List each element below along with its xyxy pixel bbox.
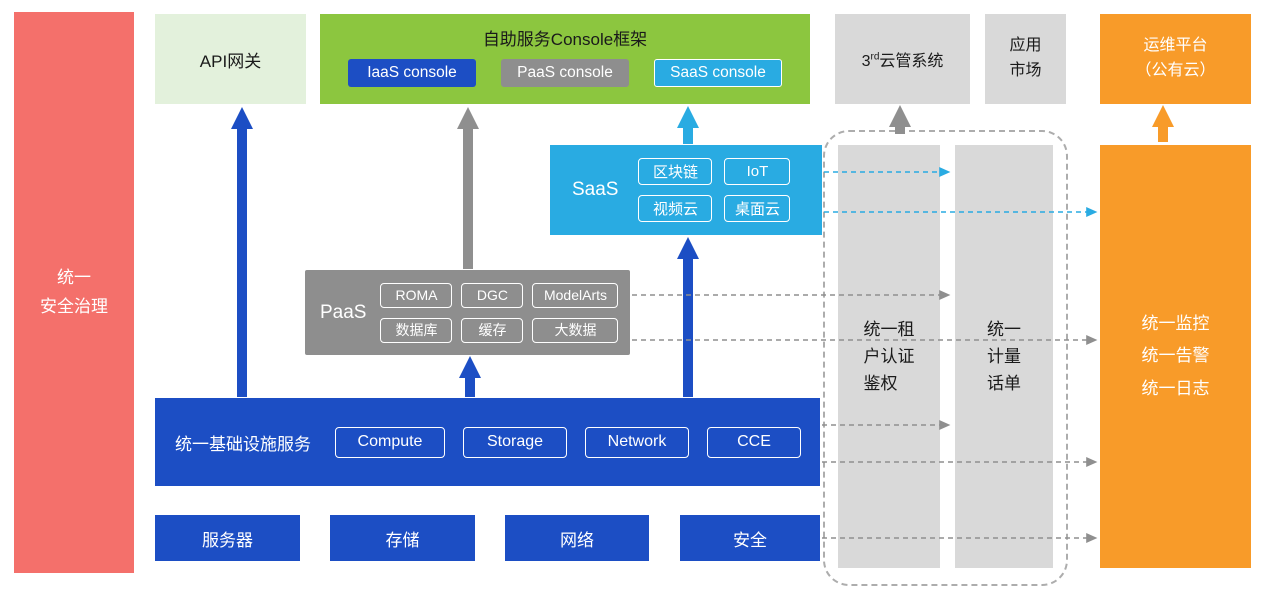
app-market-box: 应用 市场 xyxy=(985,14,1066,104)
infra-item-storage: Storage xyxy=(463,426,567,458)
paas-layer-label: PaaS xyxy=(320,301,367,323)
paas-item-roma: ROMA xyxy=(380,282,453,308)
saas-item-blockchain: 区块链 xyxy=(638,158,713,185)
hardware-security-box: 安全 xyxy=(680,515,820,561)
security-governance-bar: 统一 安全治理 xyxy=(14,12,134,573)
metering-bar: 统一 计量 话单 xyxy=(955,145,1053,568)
infra-item-compute: Compute xyxy=(335,426,445,458)
hardware-storage-box: 存储 xyxy=(330,515,475,561)
saas-layer-label: SaaS xyxy=(572,179,619,200)
shared-services-group-outline xyxy=(823,130,1068,586)
hardware-network-box: 网络 xyxy=(505,515,649,561)
tenant-auth-label: 统一租 户认证 鉴权 xyxy=(863,319,915,394)
paas-console-chip: PaaS console xyxy=(501,59,629,87)
paas-services-grid: ROMA DGC ModelArts 数据库 缓存 大数据 xyxy=(380,282,619,343)
monitoring-bar: 统一监控 统一告警 统一日志 xyxy=(1100,145,1251,568)
iaas-console-chip: IaaS console xyxy=(348,59,476,87)
saas-item-video-cloud: 视频云 xyxy=(638,195,713,222)
tenant-auth-bar: 统一租 户认证 鉴权 xyxy=(838,145,940,568)
saas-layer-box: SaaS 区块链 IoT 视频云 桌面云 xyxy=(550,145,822,235)
infrastructure-label: 统一基础设施服务 xyxy=(175,434,311,454)
console-framework-box: 自助服务Console框架 IaaS console PaaS console … xyxy=(320,14,810,104)
paas-layer-box: PaaS ROMA DGC ModelArts 数据库 缓存 大数据 xyxy=(305,270,630,355)
console-framework-title: 自助服务Console框架 xyxy=(482,30,648,49)
saas-item-iot: IoT xyxy=(724,158,791,185)
infrastructure-services-row: Compute Storage Network CCE xyxy=(335,426,801,458)
saas-item-desktop-cloud: 桌面云 xyxy=(724,195,791,222)
saas-services-grid: 区块链 IoT 视频云 桌面云 xyxy=(638,158,791,222)
saas-console-chip: SaaS console xyxy=(654,59,782,87)
infra-item-network: Network xyxy=(585,426,689,458)
monitoring-label: 统一监控 统一告警 统一日志 xyxy=(1141,314,1210,398)
paas-item-bigdata: 大数据 xyxy=(532,317,619,343)
paas-item-database: 数据库 xyxy=(380,317,453,343)
metering-label: 统一 计量 话单 xyxy=(987,319,1021,394)
infrastructure-layer-box: 统一基础设施服务 Compute Storage Network CCE xyxy=(155,398,820,486)
om-platform-box: 运维平台 （公有云） xyxy=(1100,14,1251,104)
infra-item-cce: CCE xyxy=(707,426,801,458)
hardware-server-box: 服务器 xyxy=(155,515,300,561)
api-gateway-box: API网关 xyxy=(155,14,306,104)
third-party-cloud-box: 3rd云管系统 xyxy=(835,14,970,104)
paas-item-cache: 缓存 xyxy=(461,317,524,343)
third-party-cloud-label: 3rd云管系统 xyxy=(861,51,944,70)
console-chip-row: IaaS console PaaS console SaaS console xyxy=(348,59,782,87)
paas-item-modelarts: ModelArts xyxy=(532,282,619,308)
paas-item-dgc: DGC xyxy=(461,282,524,308)
